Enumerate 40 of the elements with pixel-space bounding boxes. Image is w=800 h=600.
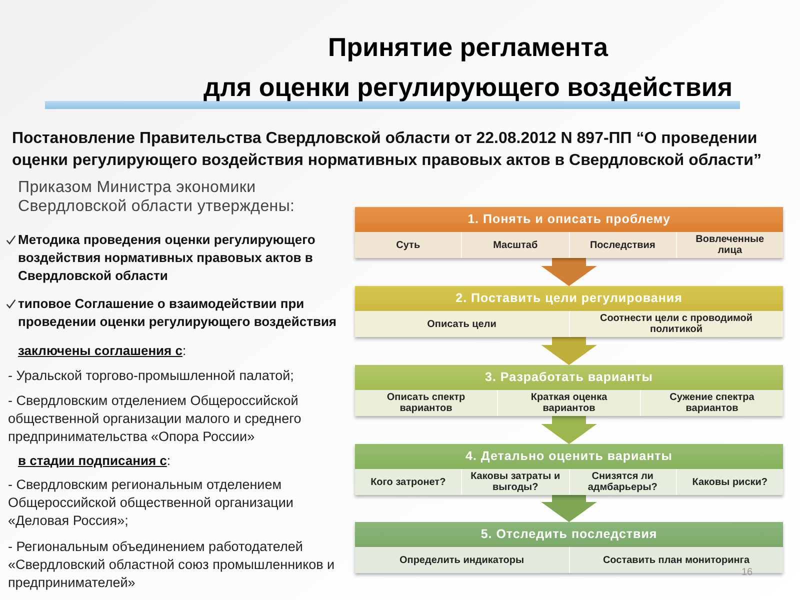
step-panel	[355, 207, 783, 258]
organization-list-item: - Свердловским региональным отделением Общероссийской общественной организации «Деловая Россия»;	[8, 476, 294, 530]
step-detail: Суть	[396, 240, 420, 250]
step-panel	[355, 286, 783, 337]
slide-title: Принятие регламента для оценки регулирующего воздействия	[202, 34, 734, 100]
decree-text: Постановление Правительства Свердловской области от 22.08.2012 N 897-ПП “О проведении оценки регулирующего воздействия нормативных правовых актов в Свердловской области”	[12, 129, 762, 171]
step-header: 2. Поставить цели регулирования	[355, 286, 783, 311]
flow-arrow	[541, 416, 597, 444]
step-detail: Краткая оценка вариантов	[530, 392, 608, 414]
step-header: 5. Отследить последствия	[355, 522, 783, 547]
step-detail: Определить индикаторы	[400, 554, 524, 566]
step-detail: Каковы затраты и выгоды?	[470, 471, 560, 493]
organization-list-item: - Региональным объединением работодателей «Свердловский областной союз промышленников и предпринимателей»	[8, 538, 336, 592]
flow-arrow	[541, 258, 597, 286]
step-panel	[355, 444, 783, 495]
step-detail: Снизятся ли адмбарьеры?	[586, 471, 658, 493]
step-detail: Описать спектр вариантов	[386, 392, 466, 414]
organization-list-item: - Уральской торгово-промышленной палатой;	[8, 367, 295, 385]
organization-list-item: - Свердловским отделением Общероссийской общественной организации малого и среднего предпринимательства «Опора России»	[8, 392, 302, 446]
approved-document-text: Методика проведения оценки регулирующего воздействия нормативных правовых актов в Свердловской области	[18, 231, 316, 285]
step-header: 3. Разработать варианты	[355, 365, 783, 390]
approved-document-text: типовое Соглашение о взаимодействии при проведении оценки регулирующего воздействия	[18, 295, 338, 331]
step-detail: Кого затронет?	[370, 476, 446, 488]
step-detail: Вовлеченные лица	[694, 234, 766, 256]
page-number: 16	[740, 567, 754, 579]
step-detail: Составить план мониторинга	[602, 554, 750, 566]
step-header: 4. Детально оценить варианты	[355, 444, 783, 469]
step-detail: Соотнести цели с проводимой политикой	[598, 313, 754, 335]
section-heading: заключены соглашения с:	[18, 342, 188, 360]
order-intro-text: Приказом Министра экономики Свердловской области утверждены:	[18, 178, 296, 216]
step-panel	[355, 365, 783, 416]
flow-arrow	[541, 337, 597, 365]
step-detail: Последствия	[590, 240, 656, 250]
step-header: 1. Понять и описать проблему	[355, 207, 783, 232]
step-detail: Масштаб	[493, 240, 538, 250]
flow-arrow	[541, 495, 597, 522]
step-detail: Сужение спектра вариантов	[668, 392, 756, 414]
step-detail: Описать цели	[427, 318, 496, 330]
section-heading: в стадии подписания с:	[18, 452, 172, 470]
step-detail: Каковы риски?	[692, 476, 768, 488]
